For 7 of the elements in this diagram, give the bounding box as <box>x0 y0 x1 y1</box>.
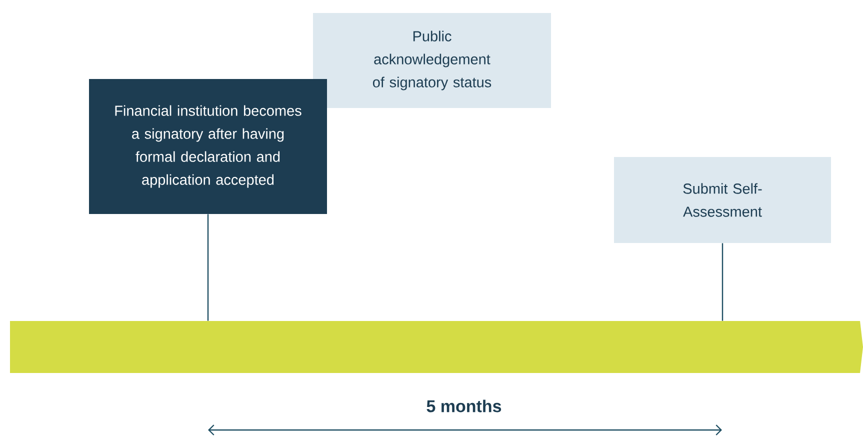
duration-label: 5 months <box>426 400 502 412</box>
connector-line <box>207 214 209 321</box>
milestone-box: Financial institution becomes a signatory after having formal declaration and application accepted <box>89 79 327 214</box>
timeline-bar <box>10 321 863 373</box>
connector-line <box>722 243 724 321</box>
milestone-box: Submit Self-Assessment <box>614 157 831 243</box>
milestone-box: Public acknowledgement of signatory status <box>313 13 551 108</box>
